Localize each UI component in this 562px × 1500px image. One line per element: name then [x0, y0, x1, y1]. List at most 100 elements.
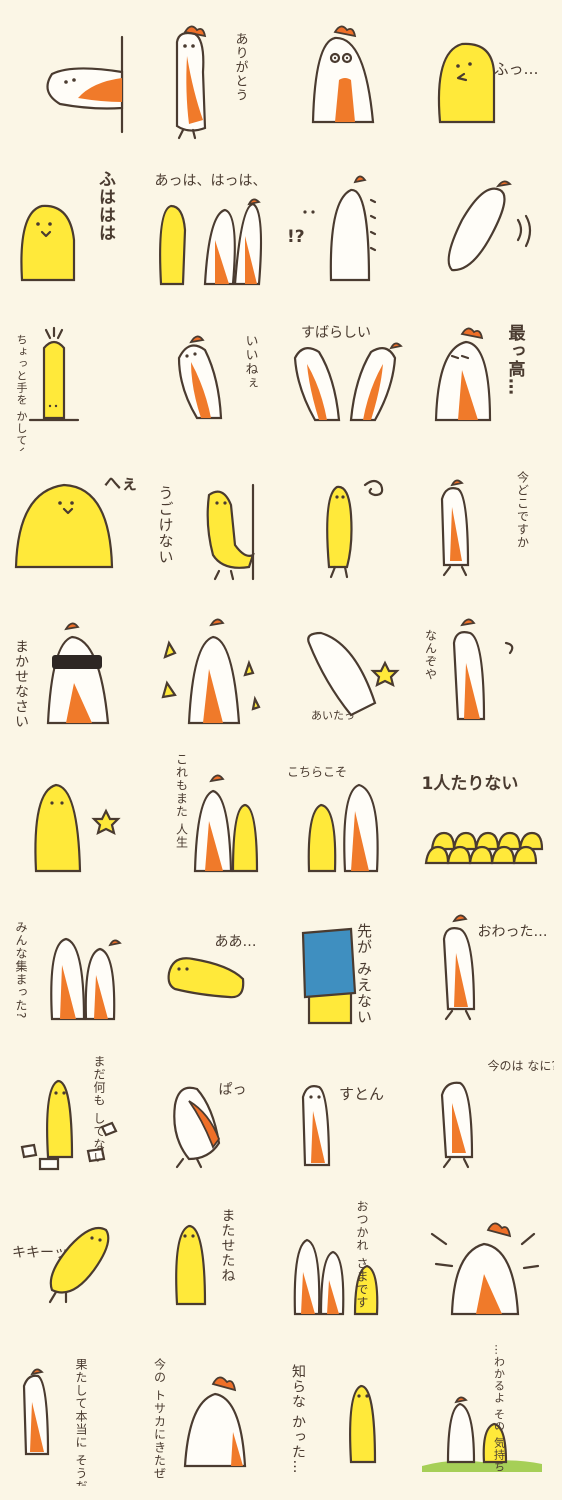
sticker-40-figure	[421, 1396, 542, 1473]
sticker-21[interactable]	[8, 747, 145, 895]
sticker-11[interactable]: すばらしい	[281, 304, 418, 452]
sticker-34-figure	[174, 1225, 206, 1306]
sticker-30-text: ぱっ	[218, 1081, 247, 1098]
sticker-40[interactable]: …わかるよ その 気持ち	[418, 1338, 555, 1486]
sticker-16[interactable]: 今どこですか	[418, 451, 555, 599]
sticker-33-figure	[48, 1227, 110, 1304]
sticker-9-text: ちょっと手を かしてください	[15, 333, 28, 452]
sticker-16-text: 今どこですか	[515, 471, 530, 550]
sticker-10-figure	[177, 335, 222, 419]
sticker-36-figure	[430, 1222, 539, 1316]
sticker-14-text: うごけない	[156, 485, 175, 566]
sticker-19-text: あいたっ	[311, 709, 355, 723]
sticker-6[interactable]: あっは、はっは、	[145, 156, 282, 304]
sticker-38[interactable]: 今の トサカにきたぜ	[145, 1338, 282, 1486]
sticker-23-text: こちらこそ	[287, 765, 348, 779]
sticker-10[interactable]: いいねぇ	[145, 304, 282, 452]
sticker-28[interactable]: おわった…	[418, 895, 555, 1043]
sticker-30[interactable]: ぱっ	[145, 1043, 282, 1191]
sticker-7-figure	[303, 175, 377, 281]
sticker-15[interactable]	[281, 451, 418, 599]
sticker-5[interactable]: ふははは	[8, 156, 145, 304]
sticker-25-text: みんな集まった?	[14, 920, 28, 1020]
sticker-4-figure	[437, 42, 495, 124]
sticker-27[interactable]: 先が みえない	[281, 895, 418, 1043]
sticker-12-text: 最っ高…	[504, 323, 525, 396]
sticker-31-figure	[301, 1084, 331, 1166]
sticker-37[interactable]: 果たして本当に そうだろうか?	[8, 1338, 145, 1486]
sticker-18[interactable]	[145, 599, 282, 747]
sticker-25[interactable]: みんな集まった?	[8, 895, 145, 1043]
sticker-32-figure	[440, 1081, 473, 1168]
sticker-39[interactable]: 知らな かった…	[281, 1338, 418, 1486]
sticker-38-figure	[183, 1376, 246, 1468]
sticker-1[interactable]	[8, 8, 145, 156]
sticker-31[interactable]: すとん	[281, 1043, 418, 1191]
sticker-20-figure	[452, 618, 513, 721]
sticker-29-figure	[20, 1079, 118, 1170]
sticker-39-text: 知らな かった…	[290, 1364, 306, 1475]
sticker-34-text: またせたね	[219, 1208, 236, 1284]
sticker-1-figure	[46, 35, 124, 134]
sticker-13-text: へぇ	[104, 474, 138, 495]
sticker-3[interactable]	[281, 8, 418, 156]
sticker-29[interactable]: まだ何も してない	[8, 1043, 145, 1191]
sticker-17-figure	[46, 622, 110, 725]
sticker-28-text: おわった…	[477, 923, 548, 940]
sticker-6-text: あっは、はっは、	[154, 172, 267, 189]
sticker-24[interactable]: 1人たりない	[418, 747, 555, 895]
sticker-24-text: 1人たりない	[421, 774, 519, 794]
sticker-2-text: ありがとう	[232, 32, 248, 102]
sticker-14[interactable]: うごけない	[145, 451, 282, 599]
sticker-26-text: ああ…	[214, 933, 257, 950]
sticker-7-text: !?	[287, 226, 305, 247]
sticker-16-figure	[440, 479, 469, 577]
sticker-38-text: 今の トサカにきたぜ	[152, 1358, 167, 1481]
sticker-26[interactable]: ああ…	[145, 895, 282, 1043]
sticker-11-figure	[293, 342, 403, 421]
sticker-33-text: キキーッ	[12, 1245, 68, 1262]
sticker-2-figure	[175, 25, 206, 140]
sticker-37-figure	[22, 1368, 50, 1456]
sticker-23-figure	[307, 783, 379, 873]
sticker-12[interactable]: 最っ高…	[418, 304, 555, 452]
sticker-2[interactable]: ありがとう	[145, 8, 282, 156]
sticker-9[interactable]: ちょっと手を かしてください	[8, 304, 145, 452]
sticker-35-text: おつかれ さまです	[355, 1200, 369, 1310]
sticker-10-text: いいねぇ	[242, 333, 258, 390]
sticker-23[interactable]: こちらこそ	[281, 747, 418, 895]
sticker-13[interactable]: へぇ	[8, 451, 145, 599]
sticker-8-figure	[447, 180, 531, 271]
sticker-32-text: 今のは なに?	[487, 1058, 555, 1073]
sticker-5-text: ふははは	[95, 169, 115, 242]
sticker-30-figure	[172, 1086, 220, 1168]
sticker-22-figure	[193, 774, 258, 873]
sticker-26-figure	[167, 957, 244, 999]
sticker-36[interactable]	[418, 1190, 555, 1338]
sticker-25-figure	[50, 937, 122, 1020]
sticker-32[interactable]: 今のは なに?	[418, 1043, 555, 1191]
sticker-33[interactable]: キキーッ	[8, 1190, 145, 1338]
sticker-17[interactable]: まかせなさい	[8, 599, 145, 747]
sticker-4[interactable]: ふっ…	[418, 8, 555, 156]
sticker-21-figure	[34, 783, 121, 873]
sticker-4-text: ふっ…	[493, 60, 539, 78]
sticker-20[interactable]: なんぞや	[418, 599, 555, 747]
sticker-27-figure	[301, 927, 357, 1024]
sticker-7[interactable]: !?	[281, 156, 418, 304]
sticker-39-figure	[349, 1385, 377, 1464]
sticker-13-figure	[14, 484, 114, 569]
sticker-27-text: 先が みえない	[355, 922, 373, 1025]
sticker-29-text: まだ何も してない	[92, 1054, 106, 1164]
sticker-37-text: 果たして本当に そうだろうか?	[74, 1358, 88, 1486]
sticker-20-text: なんぞや	[423, 629, 438, 682]
sticker-19[interactable]: あいたっ	[281, 599, 418, 747]
sticker-22[interactable]: これもまた 人生	[145, 747, 282, 895]
sticker-34[interactable]: またせたね	[145, 1190, 282, 1338]
sticker-24-figure	[424, 831, 543, 865]
sticker-8[interactable]	[418, 156, 555, 304]
sticker-11-text: すばらしい	[301, 324, 371, 341]
sticker-9-figure	[28, 326, 80, 421]
sticker-19-figure	[307, 632, 400, 717]
sticker-35[interactable]: おつかれ さまです	[281, 1190, 418, 1338]
